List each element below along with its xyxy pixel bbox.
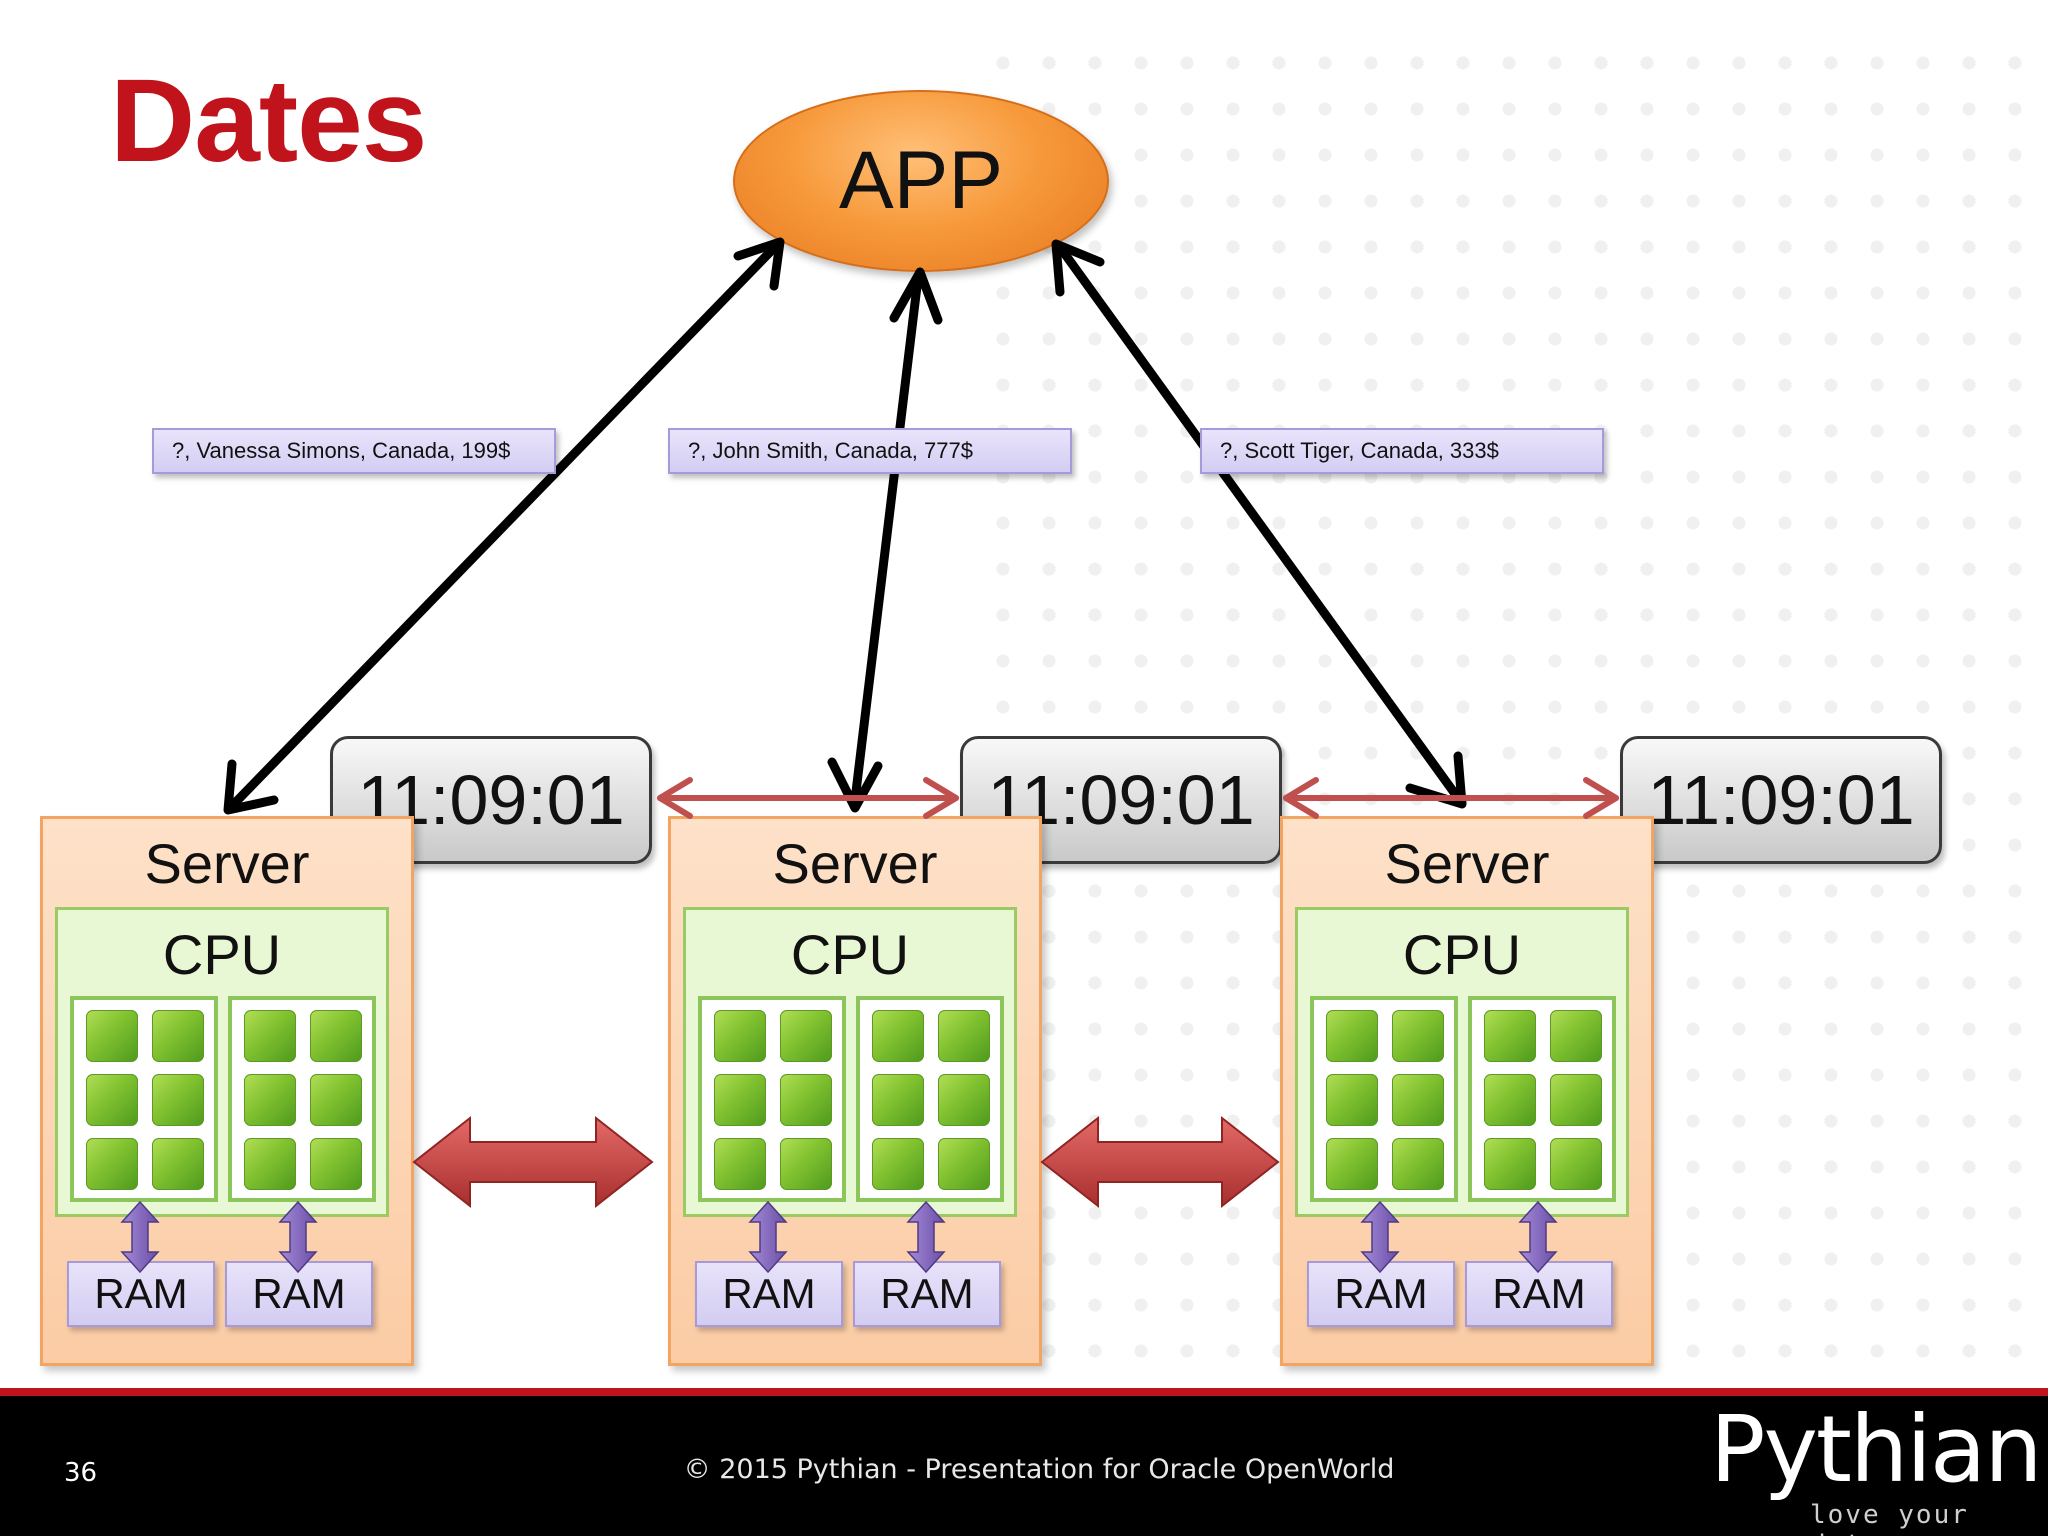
clock-sync-arrow-1 [657,777,959,819]
core [780,1010,832,1062]
core [1326,1074,1378,1126]
core [86,1010,138,1062]
app-server-arrow-2 [827,267,943,813]
server-2: Server CPU RAM RAM [668,816,1042,1366]
clock-time: 11:09:01 [1647,761,1915,839]
core [1484,1010,1536,1062]
core [872,1074,924,1126]
cpu-label: CPU [790,923,910,986]
clock-server-3: 11:09:01 [1620,736,1942,864]
core [714,1010,766,1062]
core [1550,1074,1602,1126]
pythian-logo: Pythian love your data [1710,1404,2043,1536]
row-label-1: ?, Vanessa Simons, Canada, 199$ [152,428,556,474]
core [938,1074,990,1126]
core [86,1074,138,1126]
server-interconnect-arrow-2 [1040,1115,1280,1209]
core [244,1010,296,1062]
logo-tagline: love your data [1810,1500,1969,1536]
core [1326,1010,1378,1062]
core [1550,1010,1602,1062]
copyright-text: © 2015 Pythian - Presentation for Oracle… [683,1454,1395,1485]
core-block [70,996,218,1202]
server-label: Server [772,832,938,895]
core [714,1074,766,1126]
core-block [228,996,376,1202]
cpu-ram-arrows [120,1200,1558,1274]
core [244,1074,296,1126]
core-block [698,996,846,1202]
footer-bar: 36 © 2015 Pythian - Presentation for Ora… [0,1388,2048,1536]
core [714,1138,766,1190]
core [1550,1138,1602,1190]
core [1392,1074,1444,1126]
server-label: Server [1384,832,1550,895]
core [1392,1138,1444,1190]
app-server-arrow-1 [223,237,785,815]
core [780,1074,832,1126]
app-server-arrow-3 [1051,239,1467,809]
slide-title: Dates [110,55,427,187]
server-label: Server [144,832,310,895]
core [780,1138,832,1190]
core [310,1010,362,1062]
core [872,1010,924,1062]
core [1326,1138,1378,1190]
server-interconnect-arrow-1 [412,1115,654,1209]
row-label-2: ?, John Smith, Canada, 777$ [668,428,1072,474]
core [86,1138,138,1190]
logo-wordmark: Pythian [1710,1396,2043,1503]
cpu-box: CPU [55,907,389,1217]
cpu-label: CPU [162,923,282,986]
core [152,1074,204,1126]
core [310,1138,362,1190]
app-node: APP [733,90,1109,272]
core [310,1074,362,1126]
core [1484,1138,1536,1190]
core [152,1138,204,1190]
clock-sync-arrow-2 [1283,777,1619,819]
ram-box: RAM [853,1261,1001,1327]
core [938,1138,990,1190]
row-label-3: ?, Scott Tiger, Canada, 333$ [1200,428,1604,474]
cpu-box: CPU [683,907,1017,1217]
page-number: 36 [64,1458,98,1488]
cpu-box: CPU [1295,907,1629,1217]
core [872,1138,924,1190]
cpu-label: CPU [1402,923,1522,986]
core [244,1138,296,1190]
app-label: APP [838,135,1004,226]
core [938,1010,990,1062]
core [1392,1010,1444,1062]
core-block [1468,996,1616,1202]
core-block [1310,996,1458,1202]
core [152,1010,204,1062]
core [1484,1074,1536,1126]
core-block [856,996,1004,1202]
clock-server-1: 11:09:01 [330,736,652,864]
